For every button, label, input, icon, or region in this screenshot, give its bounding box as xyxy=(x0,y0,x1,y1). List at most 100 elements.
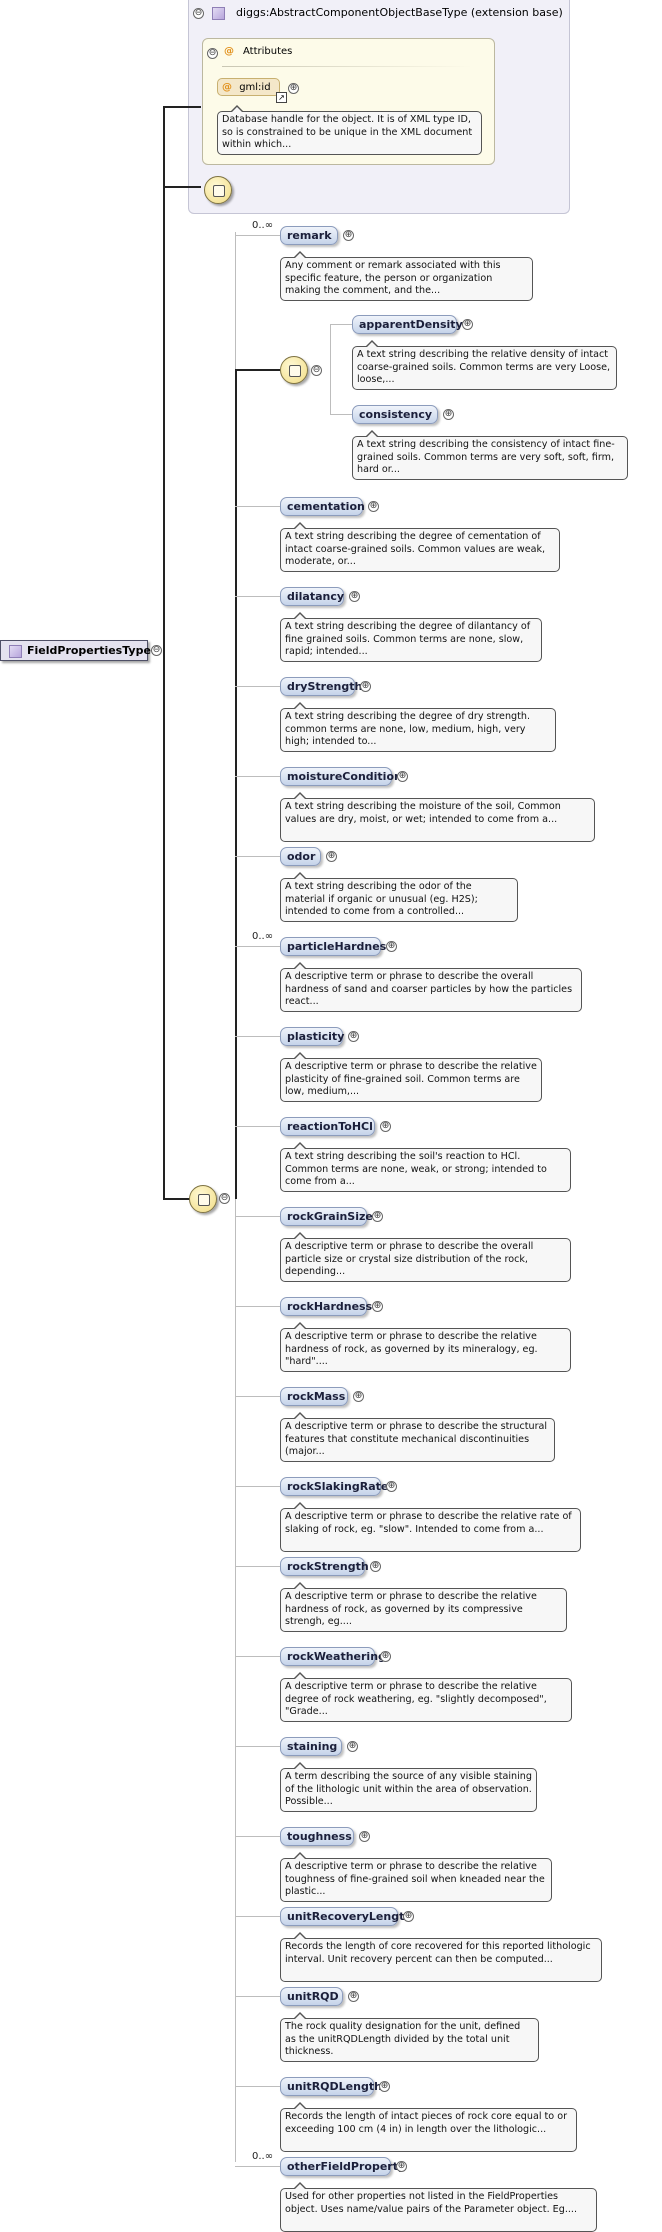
collapse-sequence-toggle-icon[interactable]: ⊖ xyxy=(219,1193,230,1204)
expand-toggle-icon[interactable]: ⊕ xyxy=(386,941,397,952)
expand-toggle-icon[interactable]: ⊕ xyxy=(343,230,354,241)
element-description: A descriptive term or phrase to describe… xyxy=(280,1672,572,1722)
expand-toggle-icon[interactable]: ⊕ xyxy=(368,501,379,512)
element-consistency[interactable]: consistency xyxy=(352,405,438,424)
element-description: Records the length of intact pieces of r… xyxy=(280,2102,577,2152)
expand-toggle-icon[interactable]: ⊕ xyxy=(462,319,473,330)
attributes-divider xyxy=(222,66,472,67)
sequence-branch-connector xyxy=(235,1656,280,1657)
expand-toggle-icon[interactable]: ⊕ xyxy=(347,1741,358,1752)
choice-spine xyxy=(330,325,331,415)
element-description: A text string describing the consistency… xyxy=(352,430,628,480)
element-description: A descriptive term or phrase to describe… xyxy=(280,962,582,1012)
element-rockHardness[interactable]: rockHardness xyxy=(280,1297,372,1316)
collapse-attributes-toggle-icon[interactable]: ⊖ xyxy=(207,48,218,59)
expand-toggle-icon[interactable]: ⊕ xyxy=(353,1391,364,1402)
choice-compositor-icon[interactable] xyxy=(280,356,308,384)
element-rockMass[interactable]: rockMass xyxy=(280,1387,348,1406)
expand-toggle-icon[interactable]: ⊕ xyxy=(372,1301,383,1312)
sequence-branch-connector xyxy=(235,856,280,857)
sequence-branch-connector xyxy=(235,1566,280,1567)
element-plasticity[interactable]: plasticity xyxy=(280,1027,344,1046)
sequence-branch-connector xyxy=(235,946,280,947)
expand-toggle-icon[interactable]: ⊕ xyxy=(386,1481,397,1492)
expand-toggle-icon[interactable]: ⊕ xyxy=(370,1561,381,1572)
root-type-label: FieldPropertiesType xyxy=(27,644,151,657)
attribute-at-icon: @ xyxy=(222,82,232,93)
expand-toggle-icon[interactable]: ⊕ xyxy=(397,771,408,782)
expand-toggle-icon[interactable]: ⊕ xyxy=(372,1211,383,1222)
element-description: A term describing the source of any visi… xyxy=(280,1762,537,1812)
attribute-gml-id[interactable]: @ gml:id xyxy=(217,78,280,96)
element-otherFieldProperty[interactable]: otherFieldProperty xyxy=(280,2157,405,2176)
expand-toggle-icon[interactable]: ⊕ xyxy=(348,1991,359,2002)
sequence-branch-connector xyxy=(235,506,280,507)
main-sequence-compositor-icon[interactable] xyxy=(189,1185,217,1213)
expand-toggle-icon[interactable]: ⊕ xyxy=(403,1911,414,1922)
element-description: A descriptive term or phrase to describe… xyxy=(280,1582,567,1632)
expand-toggle-icon[interactable]: ⊕ xyxy=(359,1831,370,1842)
element-rockGrainSize[interactable]: rockGrainSize xyxy=(280,1207,373,1226)
element-unitRQDLength[interactable]: unitRQDLength xyxy=(280,2077,382,2096)
sequence-branch-connector xyxy=(235,1126,280,1127)
expand-toggle-icon[interactable]: ⊕ xyxy=(380,1651,391,1662)
element-reactionToHCl[interactable]: reactionToHCl xyxy=(280,1117,375,1136)
expand-toggle-icon[interactable]: ⊕ xyxy=(379,2081,390,2092)
cardinality-label: 0..∞ xyxy=(252,931,274,942)
element-description: Records the length of core recovered for… xyxy=(280,1932,602,1982)
element-unitRecoveryLength[interactable]: unitRecoveryLength xyxy=(280,1907,412,1926)
expand-attribute-toggle-icon[interactable]: ⊕ xyxy=(288,83,299,94)
sequence-branch-connector xyxy=(235,1036,280,1037)
sequence-branch-connector xyxy=(235,1996,280,1997)
sequence-branch-connector xyxy=(235,235,280,236)
connector-to-main-sequence xyxy=(163,1198,191,1200)
collapse-base-toggle-icon[interactable]: ⊖ xyxy=(193,8,204,19)
element-apparentDensity[interactable]: apparentDensity xyxy=(352,315,463,334)
sequence-branch-connector xyxy=(235,1486,280,1487)
sequence-branch-connector xyxy=(235,1746,280,1747)
sequence-branch-connector xyxy=(235,2166,280,2167)
element-description: A text string describing the moisture of… xyxy=(280,792,595,842)
root-type-box[interactable]: FieldPropertiesType xyxy=(0,640,151,661)
attribute-label: gml:id xyxy=(239,82,271,93)
element-rockSlakingRate[interactable]: rockSlakingRate xyxy=(280,1477,388,1496)
expand-toggle-icon[interactable]: ⊕ xyxy=(443,409,454,420)
element-moistureCondition[interactable]: moistureCondition xyxy=(280,767,402,786)
collapse-choice-toggle-icon[interactable]: ⊖ xyxy=(311,365,322,376)
sequence-branch-connector xyxy=(235,1916,280,1917)
connector-to-choice xyxy=(235,369,280,371)
element-remark[interactable]: remark xyxy=(280,226,338,245)
connector-to-sequence xyxy=(163,186,201,188)
expand-toggle-icon[interactable]: ⊕ xyxy=(360,681,371,692)
element-particleHardness[interactable]: particleHardness xyxy=(280,937,393,956)
element-odor[interactable]: odor xyxy=(280,847,321,866)
element-description: A text string describing the soil's reac… xyxy=(280,1142,571,1192)
expand-toggle-icon[interactable]: ⊕ xyxy=(396,2161,407,2172)
element-dilatancy[interactable]: dilatancy xyxy=(280,587,344,606)
element-description: The rock quality designation for the uni… xyxy=(280,2012,539,2062)
sequence-branch-connector xyxy=(235,596,280,597)
collapse-root-toggle-icon[interactable]: ⊖ xyxy=(151,645,162,656)
sequence-compositor-icon[interactable] xyxy=(204,176,232,204)
link-arrow-icon[interactable]: ↗ xyxy=(276,92,287,103)
attribute-at-icon: @ xyxy=(224,46,234,57)
element-rockStrength[interactable]: rockStrength xyxy=(280,1557,369,1576)
element-description: A text string describing the odor of the… xyxy=(280,872,518,922)
complex-type-icon xyxy=(212,7,225,20)
element-dryStrength[interactable]: dryStrength xyxy=(280,677,362,696)
choice-branch-connector xyxy=(330,324,352,325)
element-description: A descriptive term or phrase to describe… xyxy=(280,1322,571,1372)
expand-toggle-icon[interactable]: ⊕ xyxy=(380,1121,391,1132)
element-staining[interactable]: staining xyxy=(280,1737,342,1756)
connector-to-base xyxy=(163,106,201,108)
element-toughness[interactable]: toughness xyxy=(280,1827,354,1846)
element-unitRQD[interactable]: unitRQD xyxy=(280,1987,343,2006)
expand-toggle-icon[interactable]: ⊕ xyxy=(349,591,360,602)
expand-toggle-icon[interactable]: ⊕ xyxy=(348,1031,359,1042)
element-description: A descriptive term or phrase to describe… xyxy=(280,1232,571,1282)
element-cementation[interactable]: cementation xyxy=(280,497,365,516)
expand-toggle-icon[interactable]: ⊕ xyxy=(326,851,337,862)
sequence-branch-connector xyxy=(235,2086,280,2087)
sequence-branch-connector xyxy=(235,1216,280,1217)
element-rockWeathering[interactable]: rockWeathering xyxy=(280,1647,386,1666)
